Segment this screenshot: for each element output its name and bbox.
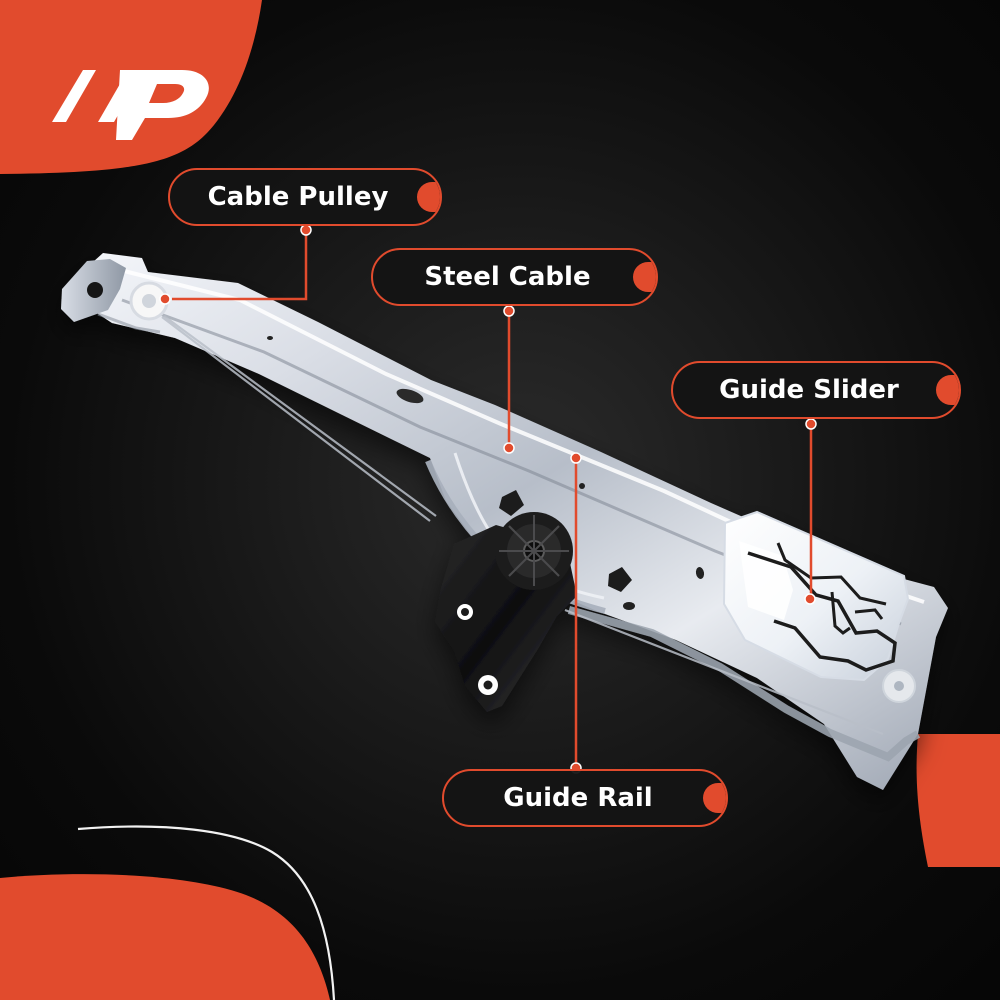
cable-pulley-callout-dot-top [300,224,312,236]
cable-pulley-callout-line [172,230,308,301]
steel-cable-callout-dot-top [503,305,515,317]
steel-cable-wire [161,315,884,736]
steel-cable-callout-dot-bottom [503,442,515,454]
cable-pulley-label-text: Cable Pulley [207,182,389,212]
guide-rail-label-cap [703,783,726,813]
window-regulator [61,253,948,790]
guide-slider-callout-dot-bottom [804,593,816,605]
guide-slider-callout-dot-top [805,418,817,430]
guide-rail-callout-dot-top [570,452,582,464]
brand-logo-icon [52,70,209,140]
steel-cable-label: Steel Cable [371,248,658,306]
guide-rail-label-text: Guide Rail [503,783,653,813]
guide-rail-label: Guide Rail [442,769,728,827]
steel-cable-label-cap [633,262,656,292]
bottom-left-outline-curve [77,825,336,1000]
cable-pulley-callout-dot-bottom [159,293,171,305]
guide-slider-label-cap [936,375,959,405]
cable-pulley-label: Cable Pulley [168,168,442,226]
guide-slider-label-text: Guide Slider [719,375,899,405]
bottom-left-corner-shape [0,874,330,1000]
steel-cable-label-text: Steel Cable [424,262,591,292]
cable-pulley-label-cap [417,182,440,212]
guide-slider-label: Guide Slider [671,361,961,419]
right-corner-shape [916,734,1000,867]
